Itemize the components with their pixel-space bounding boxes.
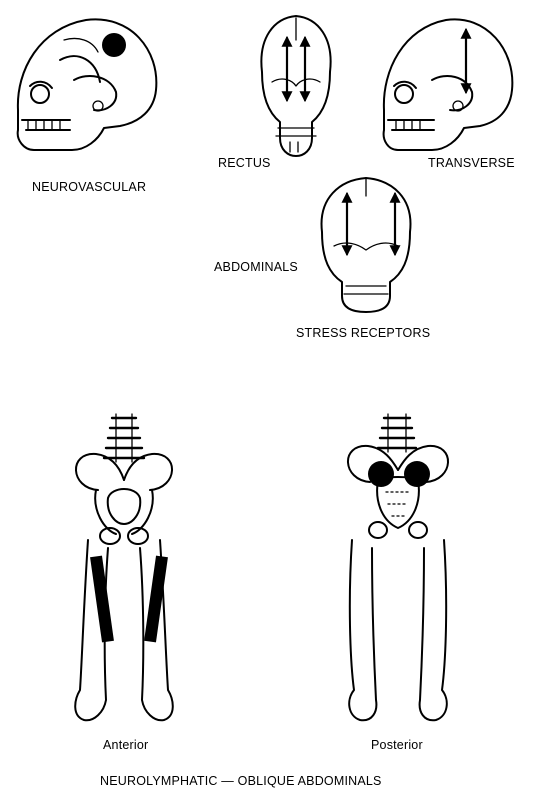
skull-posterior-abdominals bbox=[320, 177, 412, 313]
rectus-label: RECTUS bbox=[218, 156, 271, 170]
transverse-label: TRANSVERSE bbox=[428, 156, 515, 170]
neurovascular-label: NEUROVASCULAR bbox=[32, 180, 147, 194]
skull-lateral-neurovascular bbox=[16, 18, 158, 151]
anterior-label: Anterior bbox=[103, 738, 149, 752]
skull-posterior-rectus bbox=[260, 15, 332, 157]
abdominals-label: ABDOMINALS bbox=[214, 260, 298, 274]
anterior-reflex-bar-left bbox=[90, 555, 114, 643]
anterior-reflex-bar-right bbox=[144, 555, 168, 643]
pelvis-posterior bbox=[347, 413, 449, 722]
skull-lateral-transverse bbox=[382, 18, 514, 151]
pelvis-anterior bbox=[74, 413, 174, 722]
posterior-label: Posterior bbox=[371, 738, 423, 752]
caption: NEUROLYMPHATIC — OBLIQUE ABDOMINALS bbox=[100, 774, 382, 788]
neurovascular-point bbox=[102, 33, 126, 57]
posterior-reflex-point-left bbox=[368, 461, 394, 487]
posterior-reflex-point-right bbox=[404, 461, 430, 487]
stress-receptors-label: STRESS RECEPTORS bbox=[296, 326, 431, 340]
